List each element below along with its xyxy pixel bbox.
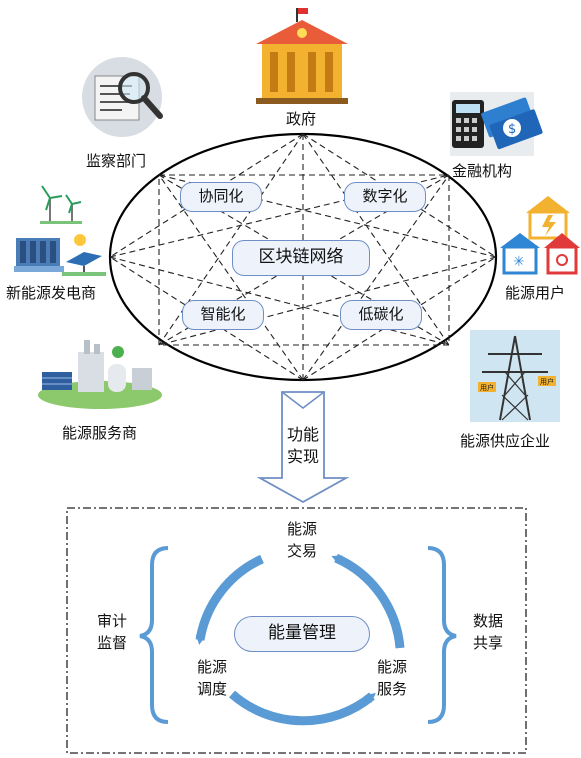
pylon-tag-left: 用户	[480, 383, 494, 392]
side-audit-supervision: 审计 监督	[90, 610, 134, 654]
energy-user-label: 能源用户	[505, 284, 566, 302]
node-energy-trade-line2: 交易	[286, 542, 317, 560]
supervision-label: 监察部门	[86, 152, 147, 170]
government-label: 政府	[286, 110, 317, 128]
cycle-arrow-top-left	[195, 554, 264, 645]
svg-text:$: $	[508, 122, 516, 137]
new-energy-generator-label: 新能源发电商	[6, 284, 97, 302]
arrow-label-line1: 功能	[286, 425, 319, 444]
cycle-arrow-right	[331, 553, 405, 649]
node-energy-dispatch-line2: 调度	[196, 680, 227, 698]
down-arrow-icon	[256, 391, 350, 504]
power-pylon-icon: 用户 用户	[470, 330, 560, 422]
wind-turbine-icon	[40, 185, 82, 224]
magnifier-icon	[82, 57, 163, 137]
feature-intelligence: 智能化	[182, 300, 264, 330]
node-energy-service-line1: 能源	[376, 658, 407, 676]
side-audit-line1: 审计	[96, 612, 127, 630]
cycle-arrow-bottom	[229, 690, 376, 726]
feature-digitalization: 数字化	[344, 182, 426, 212]
node-energy-service: 能源 服务	[370, 656, 414, 700]
feature-low-carbon: 低碳化	[340, 300, 422, 330]
management-center-label: 能量管理	[234, 616, 370, 652]
feature-coordination: 协同化	[180, 182, 262, 212]
side-share-line2: 共享	[472, 634, 503, 652]
svg-text:✳: ✳	[513, 254, 525, 270]
side-share-line1: 数据	[472, 612, 503, 630]
energy-service-label: 能源服务商	[62, 424, 138, 442]
government-building-icon	[256, 8, 348, 104]
energy-supplier-label: 能源供应企业	[460, 432, 551, 450]
network-center-label: 区块链网络	[232, 240, 370, 276]
hydro-solar-icon	[14, 234, 106, 276]
node-energy-trade-line1: 能源	[286, 520, 317, 538]
node-energy-dispatch: 能源 调度	[190, 656, 234, 700]
node-energy-trade: 能源 交易	[280, 518, 324, 562]
management-frame	[66, 507, 527, 754]
node-energy-service-line2: 服务	[376, 680, 407, 698]
side-audit-line2: 监督	[96, 634, 127, 652]
pylon-tag-right: 用户	[540, 377, 554, 386]
finance-label: 金融机构	[452, 162, 513, 180]
energy-user-house-icon: ✳	[500, 196, 580, 275]
arrow-label: 功能 实现	[281, 424, 325, 468]
energy-service-factory-icon	[38, 340, 162, 409]
arrow-label-line2: 实现	[286, 447, 319, 466]
side-data-sharing: 数据 共享	[466, 610, 510, 654]
left-brace	[139, 546, 169, 724]
node-energy-dispatch-line1: 能源	[196, 658, 227, 676]
right-brace	[427, 546, 457, 724]
finance-icon: $	[450, 92, 543, 156]
